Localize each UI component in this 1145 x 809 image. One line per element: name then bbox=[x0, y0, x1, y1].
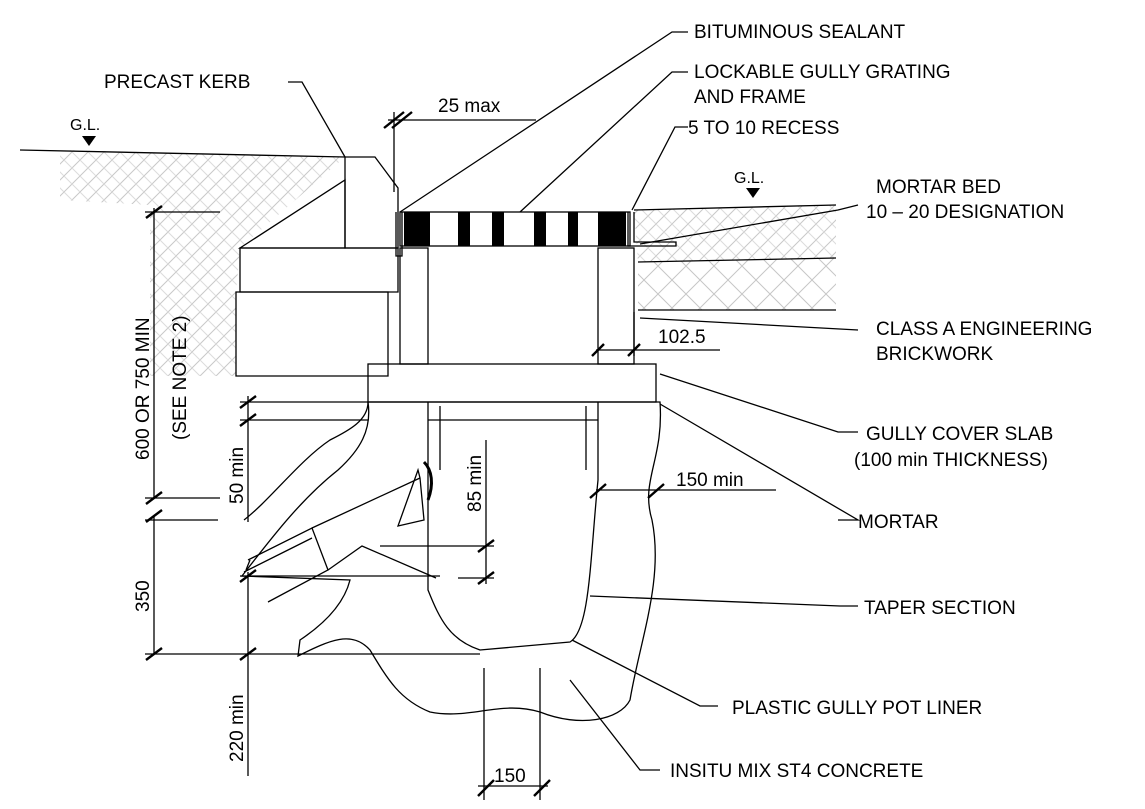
dim-gap-50: 50 min bbox=[227, 447, 248, 504]
dim-brick-width: 102.5 bbox=[658, 327, 706, 348]
brickwork bbox=[399, 247, 635, 365]
dim-base-width: 150 bbox=[494, 766, 526, 787]
dim-surround: 150 min bbox=[676, 470, 744, 491]
dimension-lines bbox=[145, 111, 776, 800]
label-taper-section: TAPER SECTION bbox=[864, 598, 1016, 619]
label-mortar-bed-2: 10 – 20 DESIGNATION bbox=[866, 202, 1064, 223]
leader-lines bbox=[288, 31, 861, 771]
dim-kerb-gap: 25 max bbox=[438, 96, 501, 117]
label-bituminous-sealant: BITUMINOUS SEALANT bbox=[694, 22, 906, 43]
gully-grating bbox=[395, 211, 677, 257]
label-gl-left: G.L. bbox=[70, 117, 100, 134]
concrete-surround bbox=[240, 401, 662, 722]
label-gully-grating-1: LOCKABLE GULLY GRATING bbox=[694, 62, 951, 83]
label-gully-grating-2: AND FRAME bbox=[694, 87, 806, 108]
dim-depth-350: 350 bbox=[133, 580, 154, 612]
label-cover-slab-2: (100 min THICKNESS) bbox=[854, 450, 1048, 471]
dim-base-220: 220 min bbox=[227, 694, 248, 762]
label-recess: 5 TO 10 RECESS bbox=[688, 118, 839, 139]
gl-marker-right bbox=[746, 188, 760, 198]
label-pot-liner: PLASTIC GULLY POT LINER bbox=[732, 698, 982, 719]
ground-right bbox=[633, 204, 837, 311]
label-brickwork-1: CLASS A ENGINEERING bbox=[876, 319, 1092, 340]
label-cover-slab-1: GULLY COVER SLAB bbox=[866, 424, 1053, 445]
dim-depth-1: 600 OR 750 MIN bbox=[133, 317, 154, 460]
dim-depth-note: (SEE NOTE 2) bbox=[170, 315, 191, 440]
gully-pot-liner bbox=[427, 402, 599, 651]
outlet-pipe bbox=[243, 460, 437, 603]
ground-left bbox=[19, 149, 346, 376]
label-gl-right: G.L. bbox=[734, 170, 764, 187]
gl-marker-left bbox=[82, 136, 96, 146]
gully-cover-slab bbox=[367, 363, 657, 403]
precast-kerb bbox=[235, 156, 399, 377]
label-precast-kerb: PRECAST KERB bbox=[104, 72, 250, 93]
label-brickwork-2: BRICKWORK bbox=[876, 344, 994, 365]
label-concrete: INSITU MIX ST4 CONCRETE bbox=[670, 761, 923, 782]
label-mortar: MORTAR bbox=[858, 512, 939, 533]
label-mortar-bed-1: MORTAR BED bbox=[876, 177, 1001, 198]
dim-outlet-85: 85 min bbox=[465, 455, 486, 512]
